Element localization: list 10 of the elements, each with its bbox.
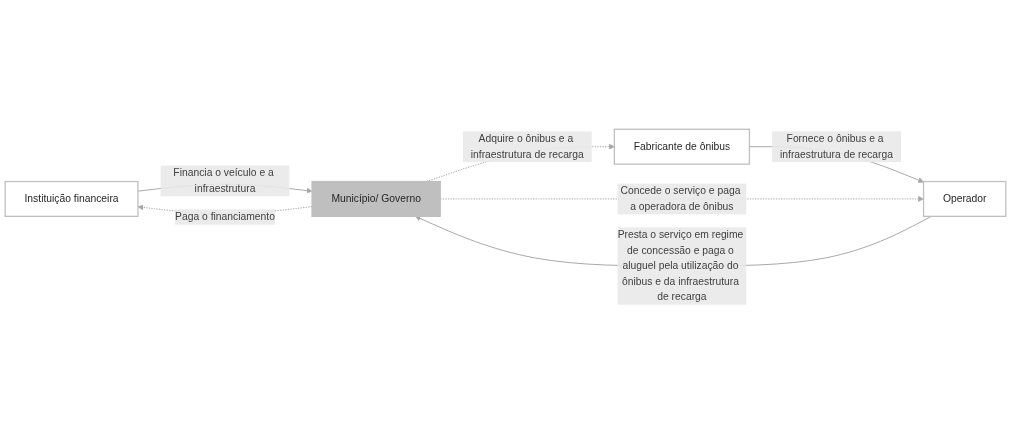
node-box: Instituição financeira (4, 180, 139, 217)
edge-label: Presta o serviço em regime de concessão e paga o aluguel pela utilização do ônibus e da infraestrutura de recarga (617, 229, 744, 303)
node-box: Operador (922, 180, 1007, 217)
node-box: Fabricante de ônibus (613, 128, 751, 165)
edge-label: Paga o financiamento (175, 211, 275, 223)
edge-label: Financia o veículo e a infraestrutura (173, 167, 274, 194)
edge-label: Adquire o ônibus e a infraestrutura de recarga (470, 133, 584, 160)
edge-label: Concede o serviço e paga a operadora de ônibus (620, 185, 741, 212)
node-box: Município/ Governo (311, 180, 441, 217)
edge-label: Fornece o ônibus e a infraestrutura de recarga (779, 133, 893, 160)
